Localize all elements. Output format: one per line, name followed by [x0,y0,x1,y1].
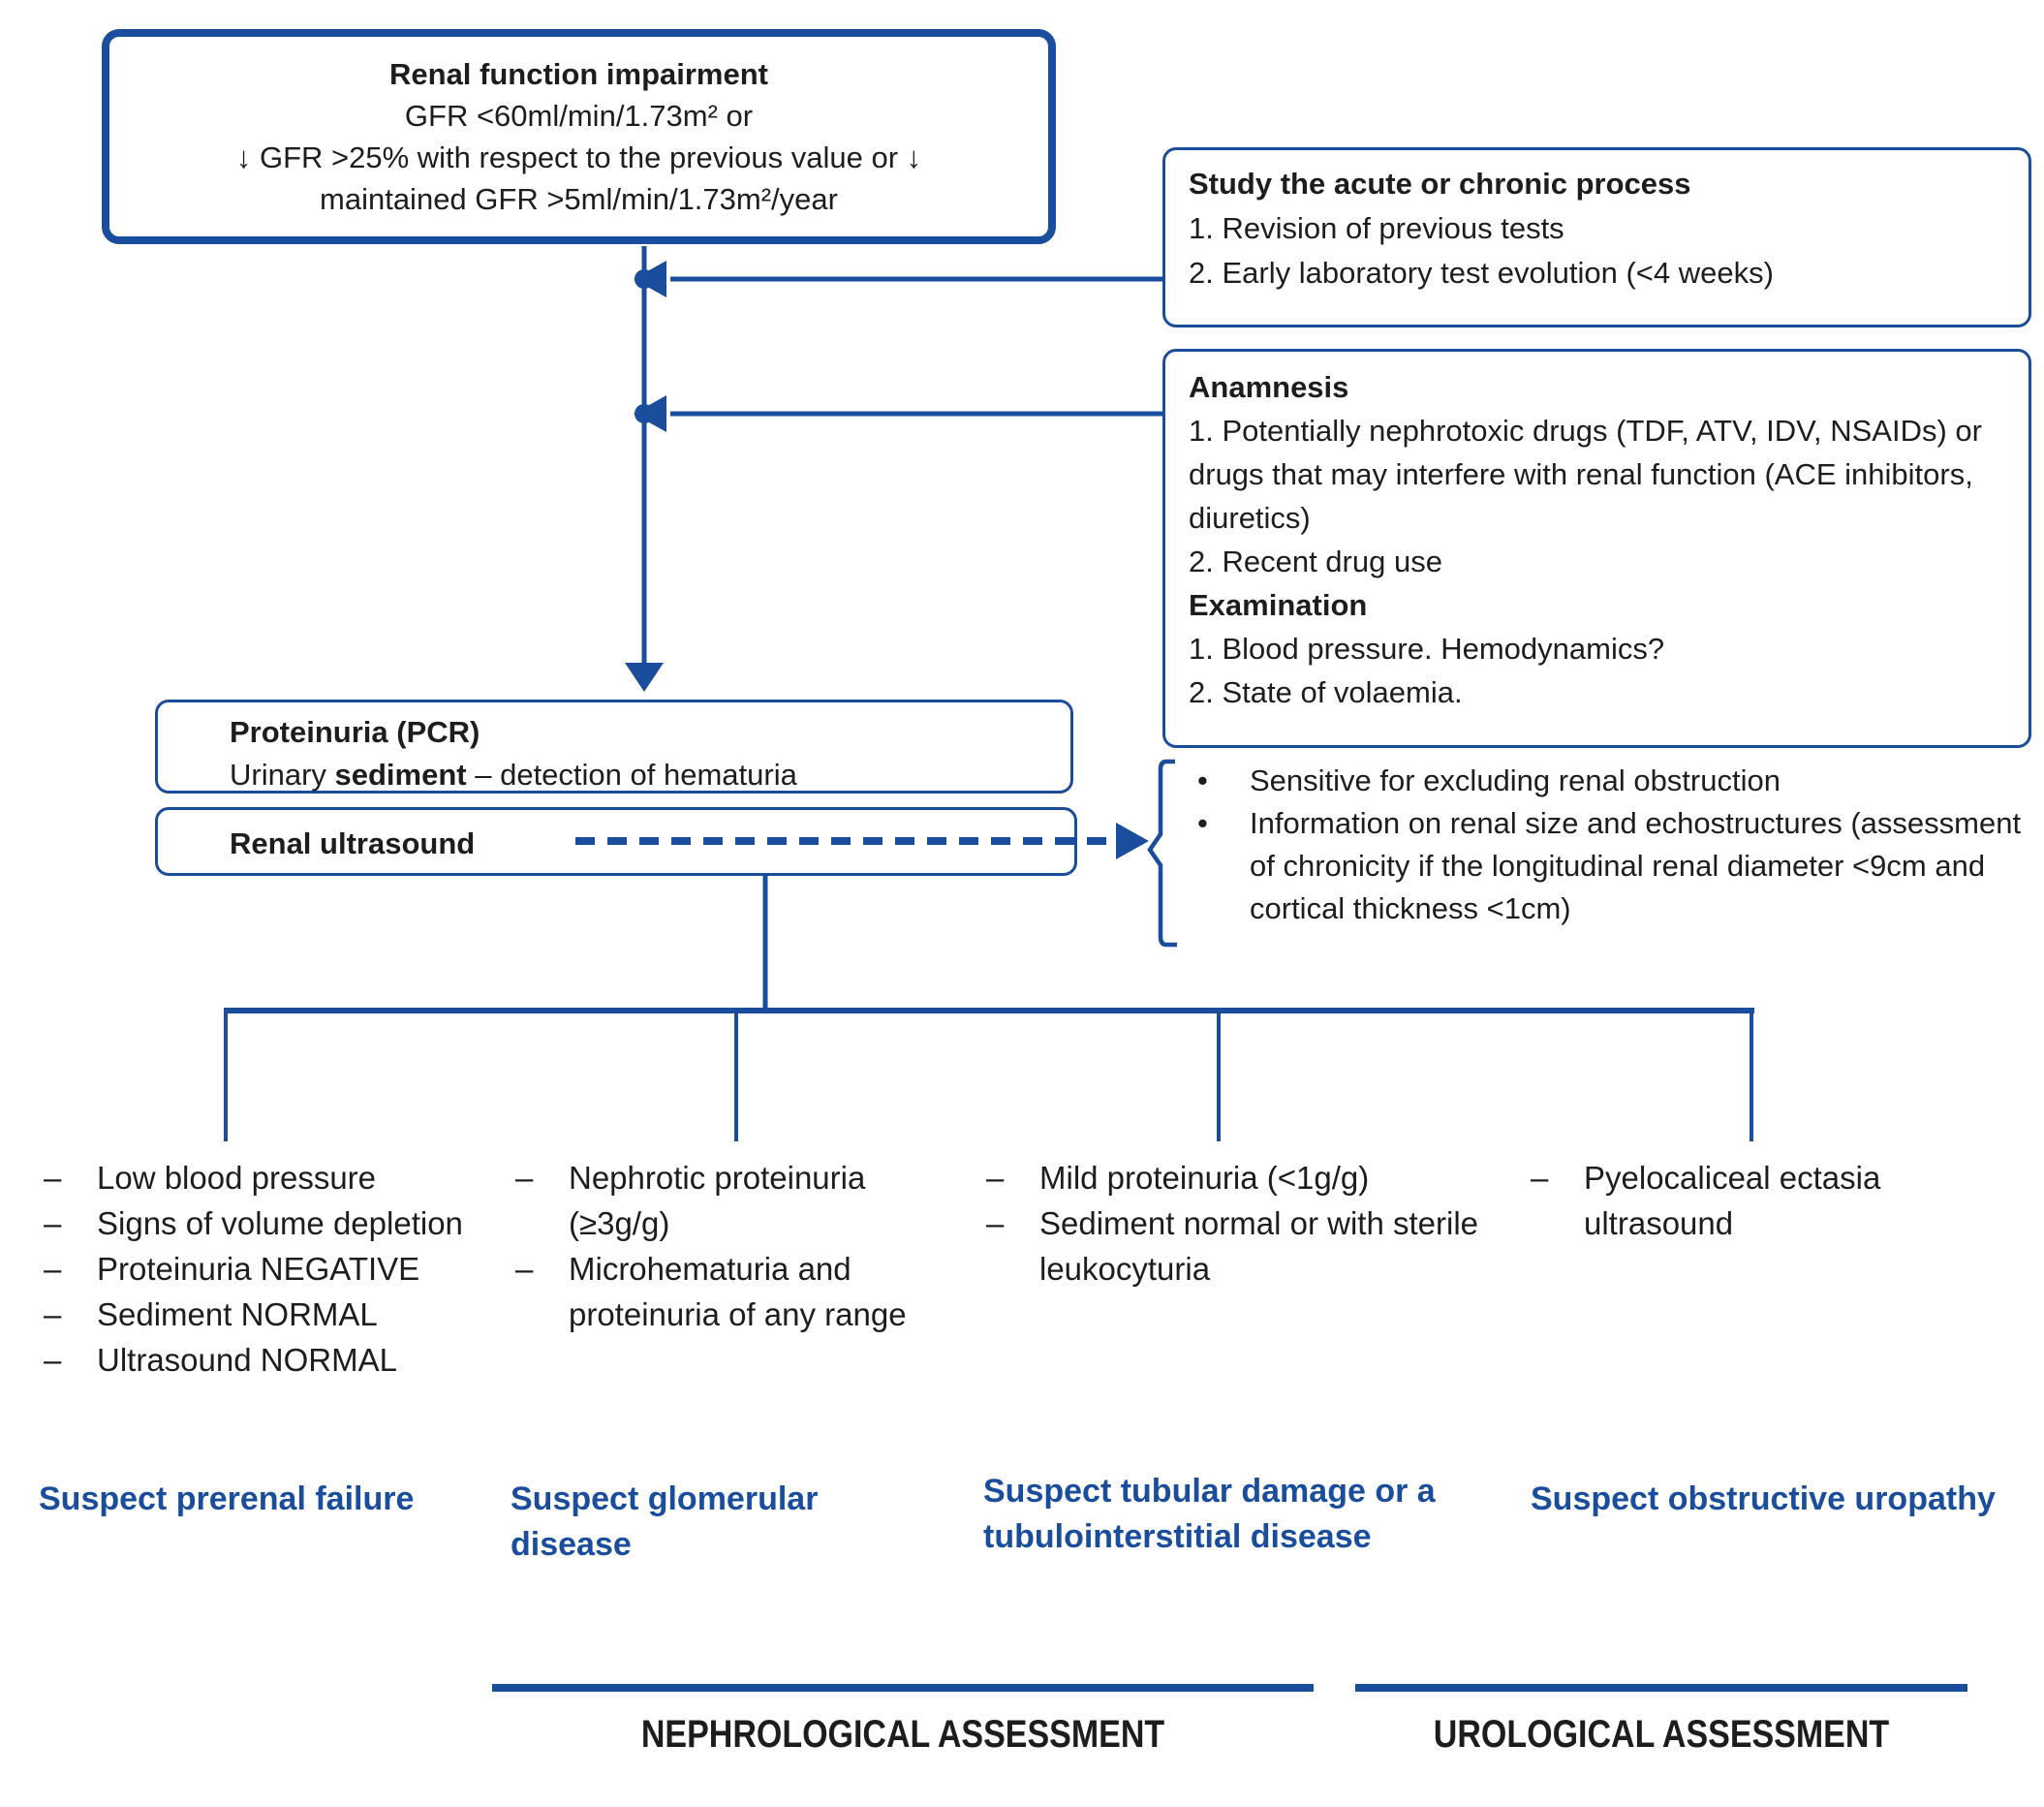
dash-icon: – [986,1205,1005,1241]
list-item: • Information on renal size and echostru… [1192,802,2034,930]
list-item: • Sensitive for excluding renal obstruct… [1192,760,2034,802]
item-text: Sediment normal or with sterile leukocyt… [1039,1205,1479,1287]
text-segment: Urinary [230,758,335,792]
box-title: Study the acute or chronic process [1189,167,1691,201]
box-line: 1. Revision of previous tests [1189,211,1564,245]
branch-column-obstructive: –Pyelocaliceal ectasia ultrasound [1531,1155,1976,1246]
dash-icon: – [44,1160,62,1196]
main-flow-connector [625,246,1164,692]
box-line: 2. Early laboratory test evolution (<4 w… [1189,256,1774,290]
item-text: Ultrasound NORMAL [97,1342,397,1378]
box-title: Anamnesis [1189,370,1349,404]
brace-icon [1147,759,1177,948]
item-text: Proteinuria NEGATIVE [97,1251,420,1287]
proteinuria-box: Proteinuria (PCR) Urinary sediment – det… [155,700,1073,794]
list-item: –Mild proteinuria (<1g/g) [986,1155,1490,1200]
box-line: 1. Blood pressure. Hemodynamics? [1189,632,1665,666]
renal-impairment-box: Renal function impairment GFR <60ml/min/… [102,29,1056,244]
item-text: Signs of volume depletion [97,1205,463,1241]
box-line: 2. State of volaemia. [1189,675,1463,709]
branch-column-prerenal: –Low blood pressure –Signs of volume dep… [44,1155,470,1383]
suspect-label-glomerular: Suspect glomerular disease [511,1480,819,1563]
dash-icon: – [986,1160,1005,1196]
list-item: –Ultrasound NORMAL [44,1337,470,1383]
box-line: GFR <60ml/min/1.73m² or [404,99,754,133]
list-item: –Low blood pressure [44,1155,470,1200]
box-line: maintained GFR >5ml/min/1.73m²/year [320,182,838,216]
anamnesis-box: Anamnesis 1. Potentially nephrotoxic dru… [1162,349,2031,748]
list-item: –Proteinuria NEGATIVE [44,1246,470,1292]
list-item: –Microhematuria and proteinuria of any r… [515,1246,922,1337]
junction-dot-icon [635,269,654,289]
dash-icon: – [44,1205,62,1241]
box-line: 2. Recent drug use [1189,545,1442,578]
box-title: Examination [1189,588,1368,622]
item-text: Microhematuria and proteinuria of any ra… [569,1251,907,1332]
item-text: Low blood pressure [97,1160,377,1196]
list-item: –Sediment normal or with sterile leukocy… [986,1200,1490,1292]
branch-column-tubular: –Mild proteinuria (<1g/g) –Sediment norm… [986,1155,1490,1292]
assessment-urological: UROLOGICAL ASSESSMENT [1433,1713,1890,1756]
item-text: Nephrotic proteinuria (≥3g/g) [569,1160,866,1241]
dash-icon: – [515,1160,534,1196]
suspect-label-tubular: Suspect tubular damage or a tubulointers… [983,1473,1436,1555]
arrow-down-icon [625,663,664,692]
dash-icon: – [1531,1160,1549,1196]
text-segment-bold: sediment [334,758,467,792]
bullet-icon: • [1197,806,1208,840]
renal-ultrasound-box: Renal ultrasound [155,807,1077,876]
item-text: Sediment NORMAL [97,1296,378,1332]
list-item: –Nephrotic proteinuria (≥3g/g) [515,1155,922,1246]
dash-icon: – [44,1251,62,1287]
box-title: Proteinuria (PCR) [230,715,480,749]
suspect-label-prerenal: Suspect prerenal failure [39,1480,415,1517]
dash-icon: – [515,1251,534,1287]
box-line: Urinary sediment – detection of hematuri… [230,754,1051,796]
assessment-nephrological: NEPHROLOGICAL ASSESSMENT [640,1713,1165,1756]
list-item: –Pyelocaliceal ectasia ultrasound [1531,1155,1976,1246]
item-text: Mild proteinuria (<1g/g) [1039,1160,1370,1196]
suspect-label-obstructive: Suspect obstructive uropathy [1531,1480,1996,1517]
branch-column-glomerular: –Nephrotic proteinuria (≥3g/g) –Microhem… [515,1155,922,1337]
bullet-icon: • [1197,763,1208,797]
box-line: ↓ GFR >25% with respect to the previous … [235,140,922,174]
box-title: Renal ultrasound [230,826,476,860]
text-segment: – detection of hematuria [466,758,797,792]
list-item: –Signs of volume depletion [44,1200,470,1246]
box-title: Renal function impairment [389,57,768,91]
item-text: Pyelocaliceal ectasia ultrasound [1584,1160,1881,1241]
study-process-box: Study the acute or chronic process 1. Re… [1162,147,2031,327]
note-text: Sensitive for excluding renal obstructio… [1250,763,1781,797]
arrow-left-icon [634,395,666,432]
list-item: –Sediment NORMAL [44,1292,470,1337]
note-text: Information on renal size and echostruct… [1250,806,2022,925]
dash-icon: – [44,1296,62,1332]
ultrasound-notes: • Sensitive for excluding renal obstruct… [1192,760,2034,930]
arrow-left-icon [634,261,666,297]
dash-icon: – [44,1342,62,1378]
box-line: 1. Potentially nephrotoxic drugs (TDF, A… [1189,414,1982,535]
junction-dot-icon [635,404,654,423]
